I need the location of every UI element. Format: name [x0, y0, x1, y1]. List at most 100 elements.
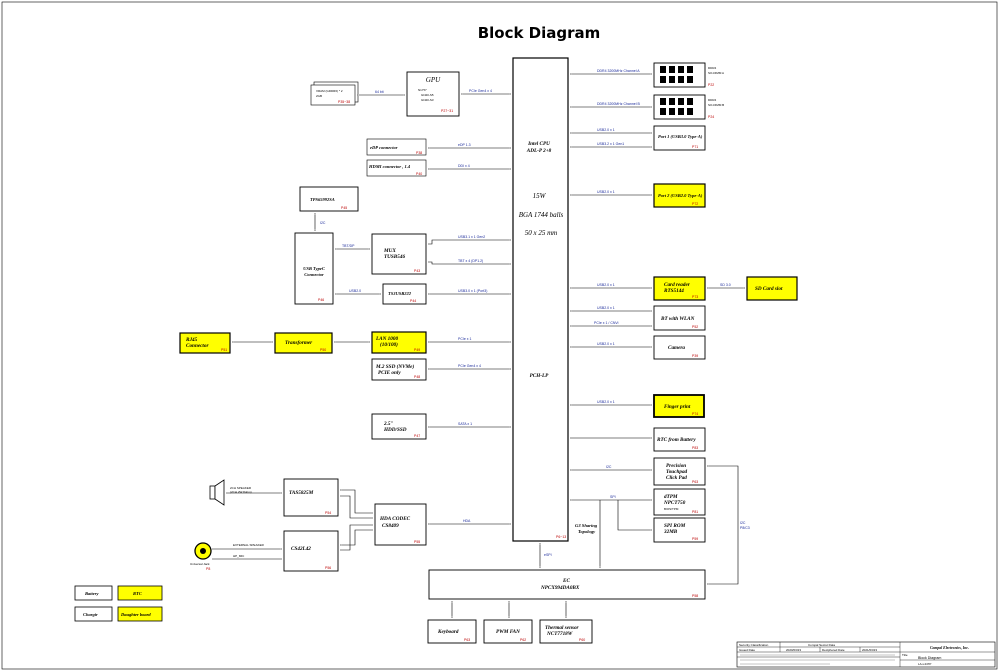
svg-text:NPCT750: NPCT750 [663, 500, 686, 506]
spi-rom-block: SPI ROM 32MB P59 [653, 517, 706, 543]
tpm-block: dTPM NPCT750 BIOS/TPM P81 [653, 488, 706, 516]
g3-line2: Topology [578, 529, 596, 534]
svg-text:P56: P56 [325, 566, 331, 570]
svg-text:SO-DIMM B: SO-DIMM B [708, 103, 724, 107]
svg-text:RTS5144: RTS5144 [664, 288, 684, 294]
sd-card-block: SD Card slot [746, 276, 798, 301]
hdd-block: 2.5" HDD/SSD P47 [371, 413, 427, 440]
svg-text:Click Pad: Click Pad [666, 475, 687, 481]
svg-text:P46: P46 [318, 298, 324, 302]
sd-bus: SD 3.0 [707, 283, 745, 288]
keyboard-block: Keyboard P63 [427, 619, 477, 644]
svg-text:EC: EC [562, 578, 570, 584]
svg-text:RTC from Battery: RTC from Battery [657, 437, 696, 443]
fan-block: PWM FAN P62 [483, 619, 533, 644]
svg-text:TS3USB222: TS3USB222 [388, 291, 412, 296]
legend: Battery RTC Chargir Daughter board [74, 585, 163, 622]
tb-doc: LA-L447P [918, 662, 931, 666]
svg-text:eSPI: eSPI [544, 553, 552, 557]
i2c-label: I2C [320, 221, 326, 225]
edp-block: eDP connector P38 [366, 138, 427, 156]
svg-text:dTPM: dTPM [664, 494, 678, 500]
svg-text:LAN 1000: LAN 1000 [375, 336, 398, 342]
svg-text:PCIe Gen4 x 4: PCIe Gen4 x 4 [458, 364, 481, 368]
codec-links [340, 490, 373, 551]
dimm-a-block: DDR4 SO-DIMM A P22 [653, 62, 724, 88]
usbc-block: USB TypeC Connector P46 [294, 232, 334, 305]
svg-text:32MB: 32MB [663, 529, 678, 535]
svg-text:TPS65992SA: TPS65992SA [310, 197, 335, 202]
speaker-icon [209, 479, 225, 506]
svg-text:BIOS/TPM: BIOS/TPM [664, 507, 679, 511]
svg-text:P74: P74 [692, 412, 698, 416]
vram-page: P35~38 [338, 100, 350, 104]
svg-text:USB2.0 x 1: USB2.0 x 1 [597, 283, 615, 287]
card-reader-block: Card reader RTS5144 P73 [653, 276, 706, 301]
cpu-name: Intel CPU [527, 141, 550, 147]
svg-text:HDD/SSD: HDD/SSD [383, 427, 407, 433]
svg-text:(10/100): (10/100) [380, 341, 398, 348]
port2-block: Port 2 (USB2.0 Type-A) P72 [653, 183, 706, 208]
svg-text:TBT/DP: TBT/DP [342, 244, 355, 248]
svg-text:DDR4: DDR4 [708, 98, 716, 102]
svg-text:SPI ROM: SPI ROM [664, 523, 686, 529]
vram-line1: VRAM (GDDR6) * 2 [316, 89, 343, 93]
svg-text:P43: P43 [414, 269, 420, 273]
jack-label: Universal Jack [190, 562, 210, 566]
touchpad-block: Precision Touchpad Click Pad P63 [653, 457, 706, 486]
pch-label: PCH-LP [530, 373, 550, 379]
svg-text:Touchpad: Touchpad [666, 469, 688, 475]
svg-text:DDR4 3200MHz Channel B: DDR4 3200MHz Channel B [597, 102, 640, 106]
vram-bus: 64 bit [357, 90, 405, 95]
gpu-title: GPU [426, 76, 441, 84]
svg-text:P40: P40 [416, 172, 422, 176]
ec-block: EC NPCX994DA0BX P58 [428, 569, 706, 600]
svg-text:P63: P63 [692, 480, 698, 484]
jack-line1: EXTERNAL SPEAKER [233, 543, 265, 547]
dimm-a-bus: DDR4 3200MHz Channel A [570, 69, 652, 74]
jack-line2: HP_MIC [233, 554, 245, 558]
title-block: Security Classification Compal Secret Da… [736, 641, 996, 668]
tb-date2: 2021/03/23 [862, 648, 877, 652]
svg-text:Connector: Connector [304, 272, 324, 277]
svg-text:P83: P83 [692, 446, 698, 450]
svg-text:HDMI connector , 1.4: HDMI connector , 1.4 [368, 164, 411, 169]
cpu-power: 15W [533, 192, 547, 200]
dimm-b-bus: DDR4 3200MHz Channel B [570, 102, 652, 107]
port2-bus: USB2.0 x 1 [570, 190, 652, 195]
card-bus: USB2.0 x 1 [570, 283, 652, 288]
svg-text:Port 1 (USB3.0 Type-A): Port 1 (USB3.0 Type-A) [658, 134, 703, 139]
port1-buses: USB2.0 x 1 USB3.2 x 1 Gen1 [570, 128, 652, 147]
cpu-page: P6~13 [556, 535, 566, 539]
thermal-block: Thermal sensor NCT7718W P60 [539, 619, 593, 644]
gpu-bus: PCIe Gen4 x 4 [461, 89, 511, 94]
svg-text:M.2 SSD (NVMe): M.2 SSD (NVMe) [375, 363, 414, 370]
svg-text:64 bit: 64 bit [375, 90, 384, 94]
legend-rtc: RTC [133, 591, 143, 596]
svg-text:SATA x 1: SATA x 1 [458, 422, 472, 426]
finger-bus: USB2.0 x 1 [570, 400, 652, 405]
codec-block: HDA CODEC CS8409 P55 [374, 503, 427, 546]
svg-text:PCIe x 1 / CNVi: PCIe x 1 / CNVi [594, 321, 619, 325]
svg-text:P52: P52 [692, 325, 698, 329]
svg-text:Transformer: Transformer [285, 340, 313, 346]
svg-text:USB2.0 x 1: USB2.0 x 1 [597, 306, 615, 310]
legend-chargir: Chargir [83, 612, 98, 617]
svg-text:P72: P72 [692, 202, 698, 206]
ts3-bus: USB3.0 x 1 (Port3) [428, 289, 511, 294]
svg-text:2.5": 2.5" [383, 421, 393, 427]
rtc-block: RTC from Battery P83 [653, 427, 706, 452]
hdmi-bus: DDI x 4 [428, 164, 511, 169]
dimm-b-block: DDR4 SO-DIMM B P24 [653, 94, 724, 120]
svg-text:P54: P54 [325, 511, 331, 515]
camera-bus: USB2.0 x 1 [570, 342, 652, 347]
svg-text:eDP connector: eDP connector [370, 145, 398, 150]
svg-text:GN20-S5: GN20-S5 [421, 93, 434, 97]
svg-text:eDP 1.3: eDP 1.3 [458, 143, 471, 147]
bt-buses: USB2.0 x 1 PCIe x 1 / CNVi [570, 306, 652, 326]
svg-text:I2C: I2C [606, 465, 612, 469]
cpu-package: BGA 1744 balls [519, 211, 564, 219]
svg-text:USB2.0 x 1: USB2.0 x 1 [597, 342, 615, 346]
svg-text:CS42L42: CS42L42 [291, 546, 311, 552]
